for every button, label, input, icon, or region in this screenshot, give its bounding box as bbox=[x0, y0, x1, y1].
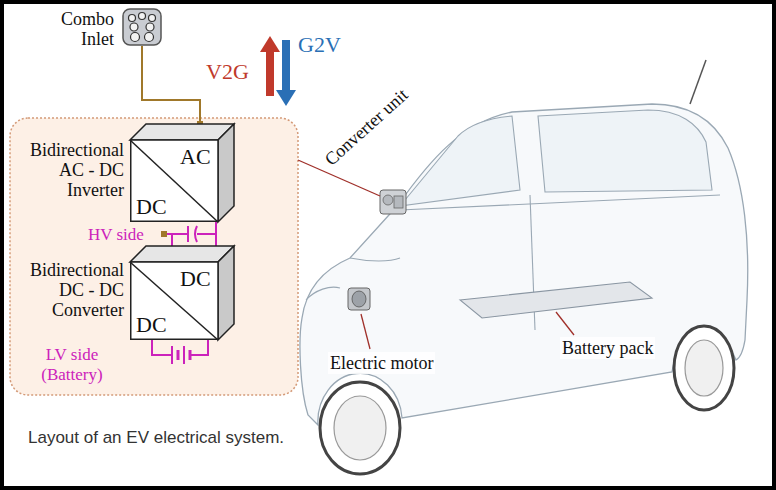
inlet-pin bbox=[129, 15, 136, 22]
motor-shape bbox=[352, 291, 366, 307]
inlet-pin bbox=[139, 13, 146, 20]
car-headlight bbox=[306, 287, 340, 300]
hv-wire bbox=[164, 234, 216, 246]
inlet-pin bbox=[145, 33, 154, 42]
inlet-pin bbox=[146, 23, 154, 31]
car-antenna bbox=[690, 60, 706, 104]
converter-unit-shape bbox=[380, 190, 406, 214]
combo-inlet: Combo Inlet bbox=[122, 8, 162, 46]
converter-unit-part bbox=[383, 195, 393, 205]
front-wheel-rim bbox=[334, 396, 386, 460]
box-heading: Combo Inlet bbox=[42, 9, 114, 49]
converter-unit-part bbox=[394, 196, 403, 208]
lv-side-label: LV side (Battery) bbox=[26, 345, 118, 385]
hv-wire bbox=[215, 222, 217, 246]
capacitor-symbol bbox=[187, 226, 189, 242]
box-top-face bbox=[130, 124, 234, 140]
box-side-face bbox=[218, 124, 234, 222]
ac-wire bbox=[142, 46, 200, 124]
leader-line bbox=[361, 314, 370, 349]
rear-wheel-rim bbox=[685, 340, 723, 396]
box-top-face bbox=[130, 246, 234, 262]
part-label: Converter unit bbox=[319, 83, 414, 172]
battery-symbol bbox=[178, 350, 190, 360]
inlet-symbol bbox=[122, 8, 162, 46]
converter-box: Bidirectional DC - DC ConverterDCDC bbox=[130, 246, 234, 340]
figure-caption: Layout of an EV electrical system. bbox=[28, 428, 284, 448]
box-heading: Bidirectional AC - DC Inverter bbox=[14, 140, 124, 200]
box-heading: Bidirectional DC - DC Converter bbox=[14, 260, 124, 320]
v2g-label: V2G bbox=[206, 61, 249, 83]
v2g-arrow bbox=[260, 36, 280, 96]
inlet-body bbox=[123, 9, 161, 45]
wire-junction bbox=[161, 231, 167, 237]
front-wheel bbox=[320, 382, 400, 474]
inverter-box: Bidirectional AC - DC InverterACDC bbox=[130, 124, 234, 222]
box-text: AC bbox=[180, 144, 211, 169]
inlet-pin bbox=[130, 23, 138, 31]
part-label: Battery pack bbox=[560, 337, 655, 359]
inlet-pin bbox=[131, 33, 140, 42]
box-front-face bbox=[131, 140, 218, 221]
converter-diagonal bbox=[130, 140, 218, 222]
box-front-face bbox=[131, 262, 218, 339]
inlet-pin bbox=[149, 15, 156, 22]
converter-region bbox=[10, 118, 298, 395]
hv-side-label: HV side bbox=[88, 224, 144, 246]
box-text: DC bbox=[180, 266, 211, 291]
car-side-window bbox=[538, 110, 712, 192]
lv-wire bbox=[152, 340, 208, 355]
box-text: DC bbox=[136, 194, 167, 219]
box-side-face bbox=[218, 246, 234, 340]
part-label: Electric motor bbox=[328, 352, 435, 374]
rear-wheel bbox=[674, 326, 734, 410]
car-hood-line bbox=[350, 258, 400, 261]
car-windshield bbox=[400, 116, 520, 206]
car-body bbox=[300, 104, 748, 425]
converter-diagonal bbox=[130, 262, 218, 340]
g2v-label: G2V bbox=[298, 34, 341, 56]
car-beltline bbox=[400, 195, 720, 210]
leader-line bbox=[556, 312, 574, 335]
motor-shape bbox=[348, 288, 370, 310]
box-text: DC bbox=[136, 312, 167, 337]
g2v-arrow bbox=[276, 40, 296, 106]
capacitor-symbol bbox=[195, 226, 197, 242]
